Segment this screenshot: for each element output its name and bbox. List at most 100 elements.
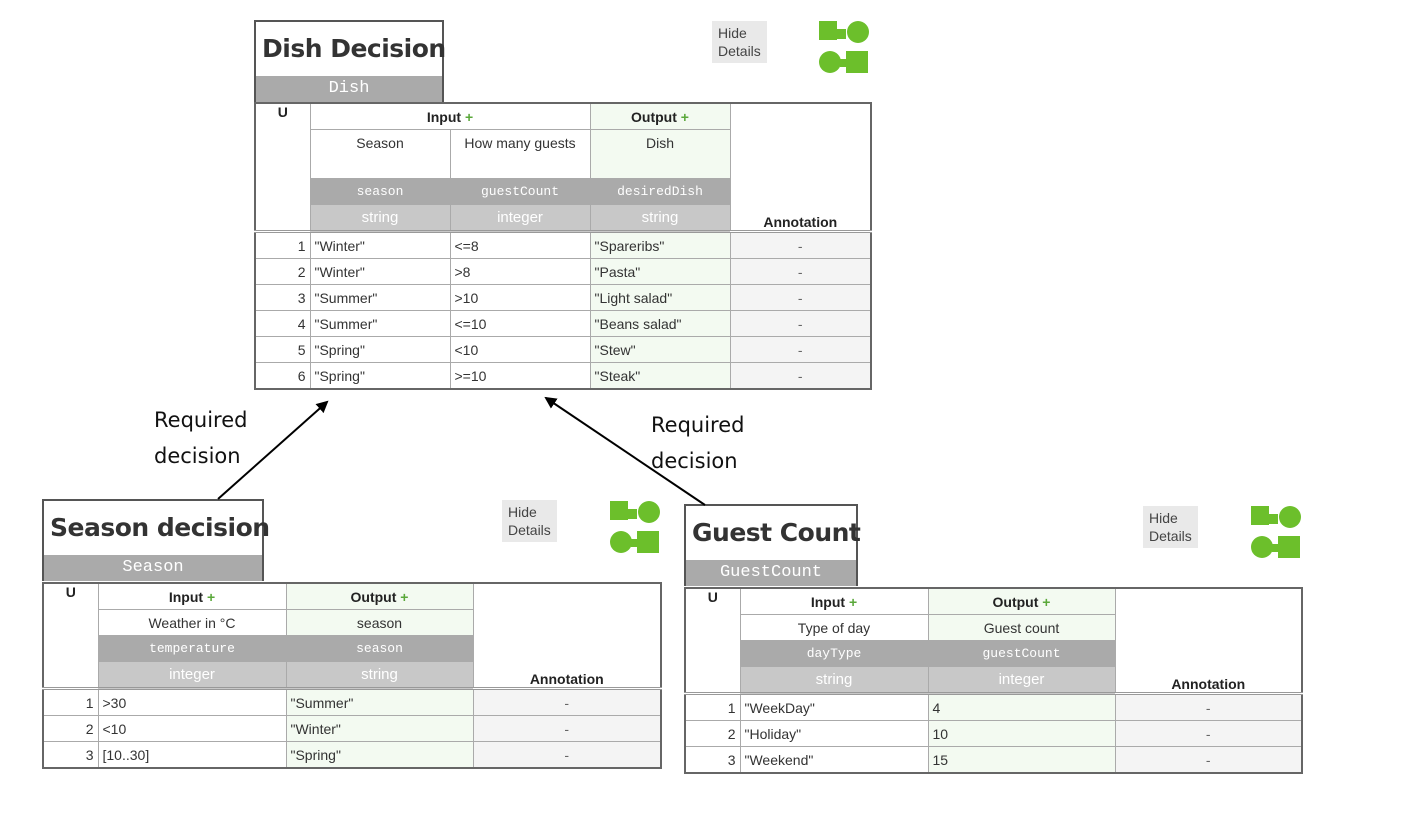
output-entry[interactable]: "Steak" [589, 362, 731, 390]
input-variable: guestCount [449, 178, 591, 205]
rule-number: 3 [684, 746, 741, 774]
annotation-entry[interactable]: - [472, 741, 662, 769]
input-entry[interactable]: "Holiday" [739, 720, 929, 747]
output-label-dish[interactable]: Dish [589, 129, 731, 179]
rule-number: 1 [684, 692, 741, 721]
dmn-logo-icon [610, 501, 660, 553]
output-entry[interactable]: 10 [927, 720, 1116, 747]
annotation-entry[interactable]: - [729, 284, 872, 311]
dish-title-box: Dish Decision Dish [254, 20, 446, 102]
input-type[interactable]: integer [97, 661, 287, 689]
required-decision-label-left: Required decision [154, 408, 248, 468]
input-entry[interactable]: <=8 [449, 230, 591, 259]
annotation-entry[interactable]: - [1114, 746, 1303, 774]
add-output-icon[interactable]: + [400, 588, 409, 605]
input-entry[interactable]: "Winter" [309, 230, 451, 259]
output-entry[interactable]: "Winter" [285, 715, 474, 742]
annotation-entry[interactable]: - [472, 715, 662, 742]
dish-decision-table: U Input + Output + Annotation Season How… [254, 102, 873, 390]
add-input-icon[interactable]: + [848, 593, 858, 610]
add-input-icon[interactable]: + [464, 108, 474, 125]
input-entry[interactable]: >=10 [449, 362, 591, 390]
output-entry[interactable]: 4 [927, 692, 1116, 721]
table-row: 2 "Winter" >8 "Pasta" - [254, 258, 872, 285]
season-hide-details-button[interactable]: Hide Details [502, 500, 557, 542]
input-entry[interactable]: "Winter" [309, 258, 451, 285]
rule-number: 6 [254, 362, 311, 390]
rule-number: 5 [254, 336, 311, 363]
output-type[interactable]: string [589, 204, 731, 232]
input-entry[interactable]: "Weekend" [739, 746, 929, 774]
annotation-header[interactable]: Annotation [729, 102, 872, 232]
input-type[interactable]: string [309, 204, 451, 232]
output-entry[interactable]: "Pasta" [589, 258, 731, 285]
rule-number: 1 [254, 230, 311, 259]
hit-policy-cell[interactable]: U [42, 582, 99, 689]
hit-policy-cell[interactable]: U [254, 102, 311, 232]
annotation-entry[interactable]: - [472, 687, 662, 716]
input-entry[interactable]: <10 [97, 715, 287, 742]
input-entry[interactable]: >30 [97, 687, 287, 716]
input-label-season[interactable]: Season [309, 129, 451, 179]
output-variable: desiredDish [589, 178, 731, 205]
table-row: 1 >30 "Summer" - [42, 687, 662, 716]
output-entry[interactable]: "Summer" [285, 687, 474, 716]
guest-count-table: U Input + Output + Annotation Type of da… [684, 587, 1303, 774]
table-row: 2 "Holiday" 10 - [684, 720, 1303, 747]
annotation-entry[interactable]: - [729, 336, 872, 363]
season-title-box: Season decision Season [42, 499, 270, 581]
output-type[interactable]: integer [927, 666, 1116, 694]
input-entry[interactable]: [10..30] [97, 741, 287, 769]
required-decision-label-right: Required decision [651, 413, 745, 473]
input-label-type-of-day[interactable]: Type of day [739, 614, 929, 641]
input-entry[interactable]: "Summer" [309, 310, 451, 337]
input-header[interactable]: Input + [97, 582, 287, 610]
output-label-guest-count[interactable]: Guest count [927, 614, 1116, 641]
table-row: 3 "Summer" >10 "Light salad" - [254, 284, 872, 311]
input-entry[interactable]: "Spring" [309, 362, 451, 390]
add-input-icon[interactable]: + [206, 588, 216, 605]
input-label-guests[interactable]: How many guests [449, 129, 591, 179]
guest-count-title: Guest Count [692, 518, 861, 547]
output-variable: guestCount [927, 640, 1116, 667]
required-decision-arrow-right [544, 396, 706, 506]
annotation-entry[interactable]: - [729, 230, 872, 259]
output-entry[interactable]: "Spring" [285, 741, 474, 769]
add-output-icon[interactable]: + [680, 108, 689, 125]
output-type[interactable]: string [285, 661, 474, 689]
season-decision-variable: Season [44, 555, 262, 581]
rule-number: 4 [254, 310, 311, 337]
annotation-header[interactable]: Annotation [1114, 587, 1303, 694]
input-variable: temperature [97, 635, 287, 662]
rule-number: 2 [42, 715, 99, 742]
input-type[interactable]: string [739, 666, 929, 694]
dish-hide-details-button[interactable]: Hide Details [712, 21, 767, 63]
input-entry[interactable]: <10 [449, 336, 591, 363]
annotation-entry[interactable]: - [1114, 720, 1303, 747]
required-decision-arrow-left [217, 400, 329, 500]
table-row: 5 "Spring" <10 "Stew" - [254, 336, 872, 363]
guest-hide-details-button[interactable]: Hide Details [1143, 506, 1198, 548]
input-variable: dayType [739, 640, 929, 667]
guest-count-variable: GuestCount [686, 560, 856, 586]
output-entry[interactable]: 15 [927, 746, 1116, 774]
output-header[interactable]: Output + [589, 102, 731, 130]
annotation-header[interactable]: Annotation [472, 582, 662, 689]
table-row: 1 "WeekDay" 4 - [684, 692, 1303, 721]
input-entry[interactable]: <=10 [449, 310, 591, 337]
annotation-entry[interactable]: - [1114, 692, 1303, 721]
input-type[interactable]: integer [449, 204, 591, 232]
annotation-entry[interactable]: - [729, 310, 872, 337]
output-entry[interactable]: "Stew" [589, 336, 731, 363]
annotation-entry[interactable]: - [729, 362, 872, 390]
dish-decision-variable: Dish [256, 76, 442, 102]
input-entry[interactable]: "Spring" [309, 336, 451, 363]
output-entry[interactable]: "Beans salad" [589, 310, 731, 337]
dish-decision-title: Dish Decision [262, 34, 446, 63]
hit-policy-cell[interactable]: U [684, 587, 741, 694]
input-entry[interactable]: "Summer" [309, 284, 451, 311]
add-output-icon[interactable]: + [1042, 593, 1051, 610]
rule-number: 3 [42, 741, 99, 769]
output-variable: season [285, 635, 474, 662]
rule-number: 2 [684, 720, 741, 747]
